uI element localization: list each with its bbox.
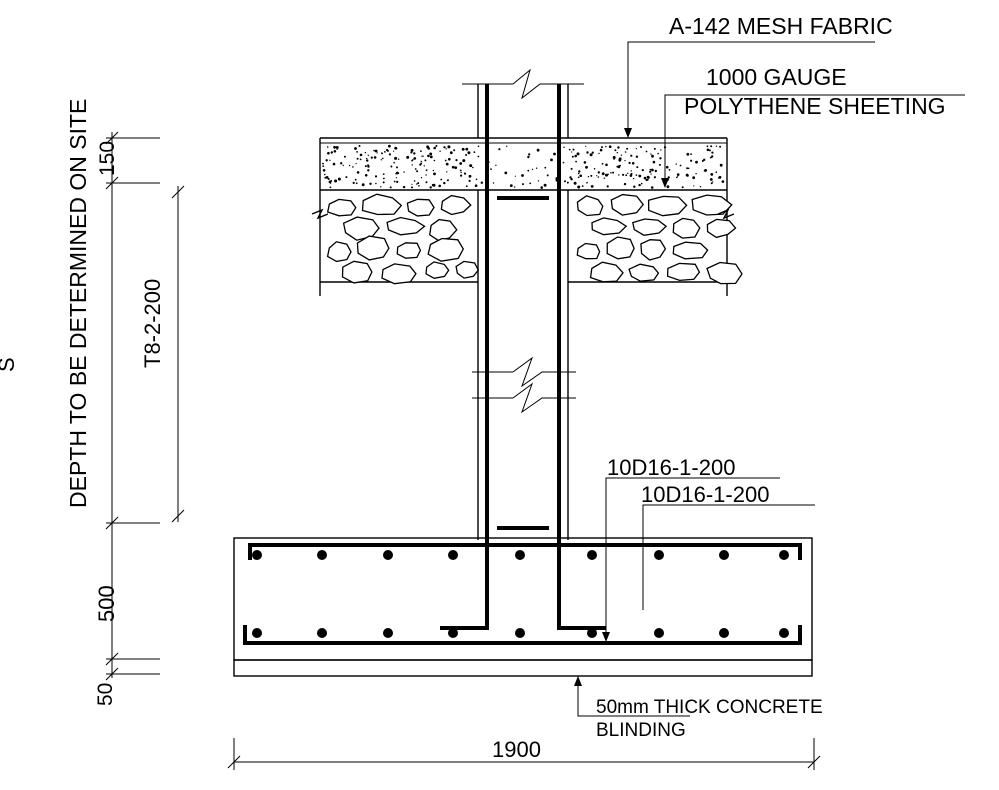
blinding-label-1: 50mm THICK CONCRETE bbox=[596, 697, 823, 718]
blinding-label-2: BLINDING bbox=[596, 720, 686, 741]
break-symbol-left bbox=[311, 208, 329, 220]
depth-note: DEPTH TO BE DETERMINED ON SITE bbox=[65, 99, 91, 508]
footing-base bbox=[233, 537, 813, 677]
width-dimension: 1900 bbox=[492, 737, 541, 762]
slab-dimension: 150 bbox=[96, 141, 119, 176]
column-stem bbox=[462, 68, 584, 540]
concrete-speckle bbox=[322, 144, 725, 189]
footing-bottom-bars bbox=[252, 628, 789, 638]
hardcore-fill bbox=[311, 190, 743, 296]
footing-top-bars bbox=[252, 550, 789, 560]
mesh-label: A-142 MESH FABRIC bbox=[669, 13, 893, 39]
footing-dimension: 500 bbox=[94, 585, 119, 622]
stirrup-label: T8-2-200 bbox=[140, 279, 165, 368]
break-symbol-right bbox=[717, 208, 735, 220]
partial-text: S bbox=[0, 357, 19, 372]
blinding-dimension: 50 bbox=[94, 683, 117, 706]
dimension-lines bbox=[105, 131, 821, 770]
polythene-label: POLYTHENE SHEETING bbox=[684, 93, 946, 119]
ground-slab bbox=[319, 137, 728, 191]
hardcore-stones bbox=[326, 193, 743, 285]
bar-label-bottom: 10D16-1-200 bbox=[641, 482, 769, 507]
gauge-label: 1000 GAUGE bbox=[706, 64, 847, 90]
leaders bbox=[574, 41, 965, 717]
bar-label-top: 10D16-1-200 bbox=[607, 455, 735, 480]
